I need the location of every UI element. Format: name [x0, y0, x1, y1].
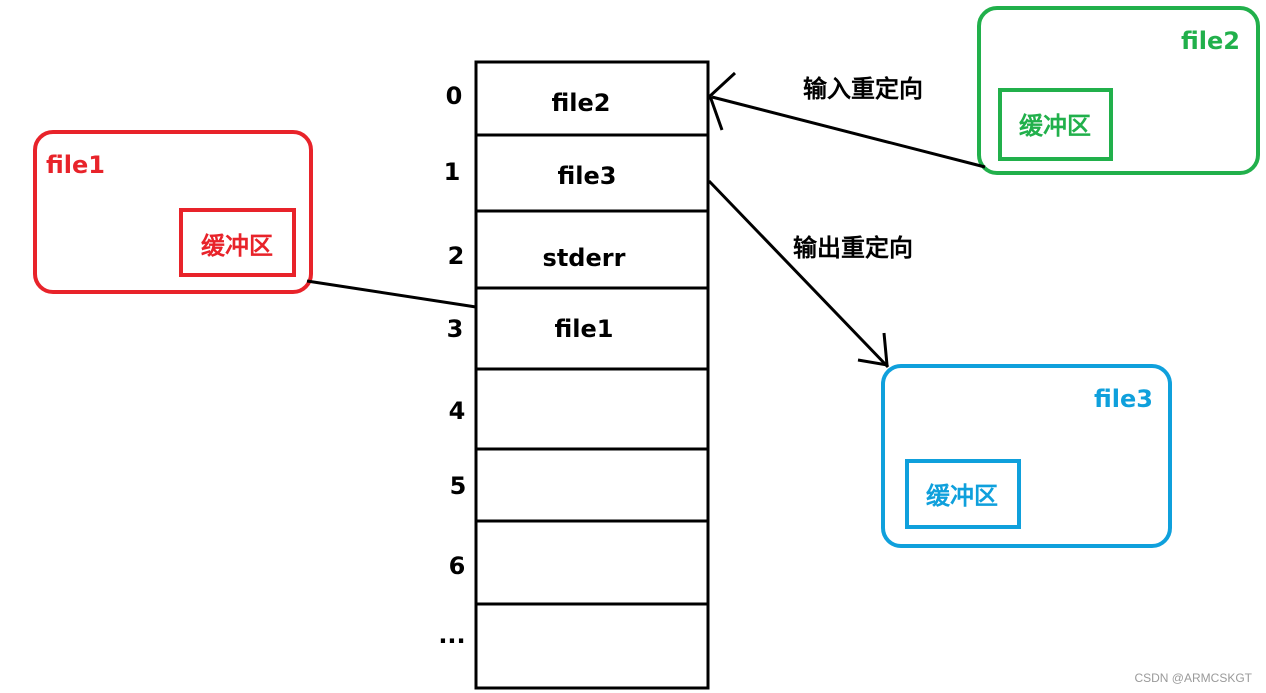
file3-buffer-label: 缓冲区 [926, 482, 998, 510]
file2-frame [977, 6, 1260, 175]
input-arrow-shaft [711, 95, 986, 169]
input-arrow-head [708, 71, 737, 131]
file3-box: file3 缓冲区 [881, 364, 1172, 548]
fd-index-5: 5 [450, 472, 467, 500]
output-arrow-shaft [707, 179, 890, 369]
fd-table: 0 1 2 3 4 5 6 ... file2 file3 stderr fil… [438, 60, 710, 690]
output-redirect-arrow [707, 179, 890, 369]
fd-index-6: 6 [449, 552, 466, 580]
file1-title: file1 [46, 151, 105, 179]
fd-table-frame [474, 60, 710, 690]
fd-index-2: 2 [448, 242, 465, 270]
file2-buffer-frame [998, 88, 1113, 161]
file2-buffer-label: 缓冲区 [1019, 112, 1091, 140]
file2-box: file2 缓冲区 [977, 6, 1260, 175]
file1-box: file1 缓冲区 [33, 130, 313, 294]
file2-title: file2 [1181, 27, 1240, 55]
file1-buffer-label: 缓冲区 [201, 232, 273, 260]
file3-buffer-frame [905, 459, 1021, 529]
file1-frame [33, 130, 313, 294]
file1-connector-line [306, 279, 477, 309]
fd-entry-3: file1 [555, 315, 614, 343]
file3-frame [881, 364, 1172, 548]
fd-index-1: 1 [444, 158, 461, 186]
fd-entry-1: file3 [558, 162, 617, 190]
fd-index-0: 0 [446, 82, 463, 110]
file1-buffer-frame [179, 208, 296, 277]
fd-entry-0: file2 [552, 89, 611, 117]
file3-title: file3 [1094, 385, 1153, 413]
fd-index-4: 4 [449, 397, 466, 425]
input-redirect-arrow [708, 71, 986, 169]
fd-entry-2: stderr [543, 244, 626, 272]
fd-index-ellipsis: ... [438, 621, 465, 649]
input-redirect-label: 输入重定向 [803, 75, 923, 103]
output-arrow-head [857, 332, 889, 367]
output-redirect-label: 输出重定向 [793, 234, 913, 262]
fd-index-3: 3 [447, 315, 464, 343]
csdn-watermark: CSDN @ARMCSKGT [1134, 671, 1252, 685]
